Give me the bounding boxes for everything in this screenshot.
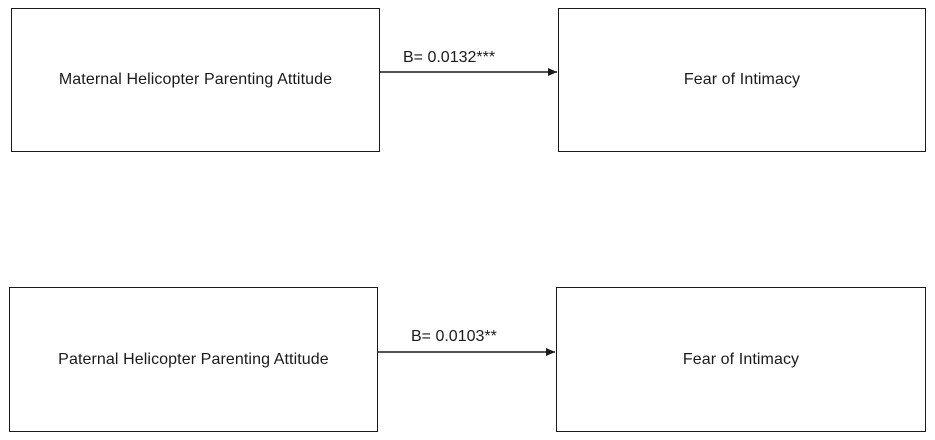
predictor-box-paternal: Paternal Helicopter Parenting Attitude [9,287,378,432]
predictor-label-maternal: Maternal Helicopter Parenting Attitude [58,71,333,88]
coefficient-label-paternal: B= 0.0103** [411,328,497,345]
predictor-label-paternal: Paternal Helicopter Parenting Attitude [58,350,329,368]
outcome-box-1: Fear of Intimacy [558,8,926,152]
outcome-box-2: Fear of Intimacy [556,287,926,432]
outcome-label-1: Fear of Intimacy [683,71,801,88]
outcome-label-2: Fear of Intimacy [682,350,800,368]
coefficient-label-maternal: B= 0.0132*** [403,49,496,66]
predictor-box-maternal: Maternal Helicopter Parenting Attitude [11,8,380,152]
